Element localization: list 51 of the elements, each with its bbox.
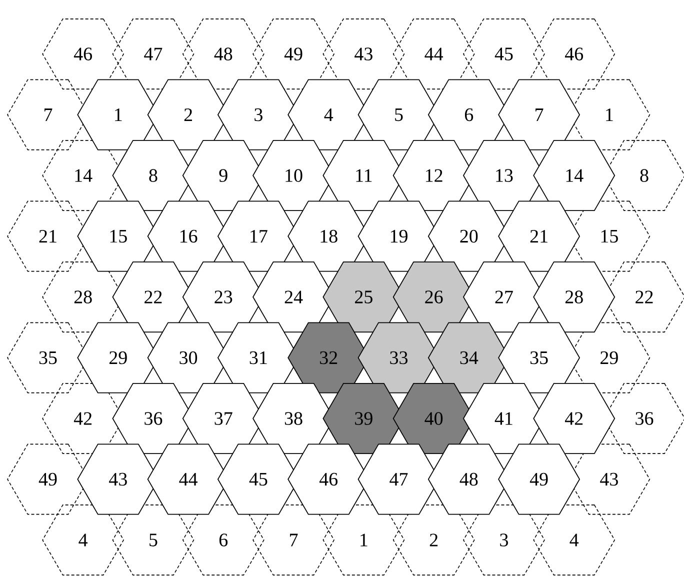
hexagon-cell: 39 (322, 382, 405, 454)
hexagon-cell: 2 (147, 79, 230, 150)
dashed-hexagon-cell: 8 (603, 140, 684, 211)
hexagon-cell: 25 (322, 261, 405, 333)
hexagon-cell: 40 (392, 382, 475, 454)
dashed-hexagon-cell: 46 (533, 18, 616, 90)
hexagon-cell: 9 (182, 140, 264, 212)
hexagon-cell: 11 (322, 140, 405, 212)
hexagon-cell: 20 (428, 200, 510, 272)
hexagon-cell: 17 (217, 200, 300, 272)
hexagon-cell: 14 (533, 140, 616, 212)
hexagon-cell: 3 (217, 79, 300, 150)
hexagon-cell: 43 (77, 444, 160, 515)
hexagon-cell: 18 (288, 200, 370, 272)
hexagon-cell: 12 (392, 140, 475, 212)
hexagon-cell: 6 (428, 79, 510, 150)
dashed-hexagon-cell: 36 (603, 383, 684, 454)
hexagon-cell: 23 (182, 261, 264, 333)
dashed-hexagon-cell: 21 (7, 200, 89, 272)
hexagon-cell: 13 (462, 140, 545, 212)
hexagon-cell: 36 (112, 382, 194, 454)
hexagon-cell: 33 (358, 322, 440, 394)
hexagon-cell: 45 (217, 444, 300, 515)
hexagon-cell: 37 (182, 382, 264, 454)
hexagon-cell: 26 (392, 261, 475, 333)
hexagon-cell: 28 (533, 261, 616, 333)
dashed-hexagon-cell: 22 (603, 262, 684, 332)
dashed-hexagon-cell: 35 (7, 322, 89, 394)
hexagon-cell: 4 (288, 79, 370, 150)
hexagon-cell: 30 (147, 322, 230, 394)
hexagon-cell: 48 (428, 444, 510, 515)
hexagon-cell: 44 (147, 444, 230, 515)
hexagon-cell: 8 (112, 140, 194, 212)
hexagon-cell: 31 (217, 322, 300, 394)
hexagon-cell: 22 (112, 261, 194, 333)
hexagon-cell: 1 (77, 79, 160, 150)
hexagon-cell: 19 (358, 200, 440, 272)
hexagon-cell: 47 (358, 444, 440, 515)
hexagon-cell: 29 (77, 322, 160, 394)
hexagon-cell: 16 (147, 200, 230, 272)
hexagon-cell: 27 (462, 261, 545, 333)
dashed-hexagon-cell: 4 (533, 504, 616, 576)
hexagon-cell: 32 (288, 322, 370, 394)
hexagon-cell: 46 (288, 444, 370, 515)
hexagon-cell: 34 (428, 322, 510, 394)
dashed-hexagon-cell: 7 (7, 79, 89, 150)
hexagon-cell: 42 (533, 382, 616, 454)
hexagon-cell: 15 (77, 200, 160, 272)
hexagon-cell: 41 (462, 382, 545, 454)
hexagon-cell: 5 (358, 79, 440, 150)
dashed-hexagon-cell: 49 (7, 444, 89, 515)
